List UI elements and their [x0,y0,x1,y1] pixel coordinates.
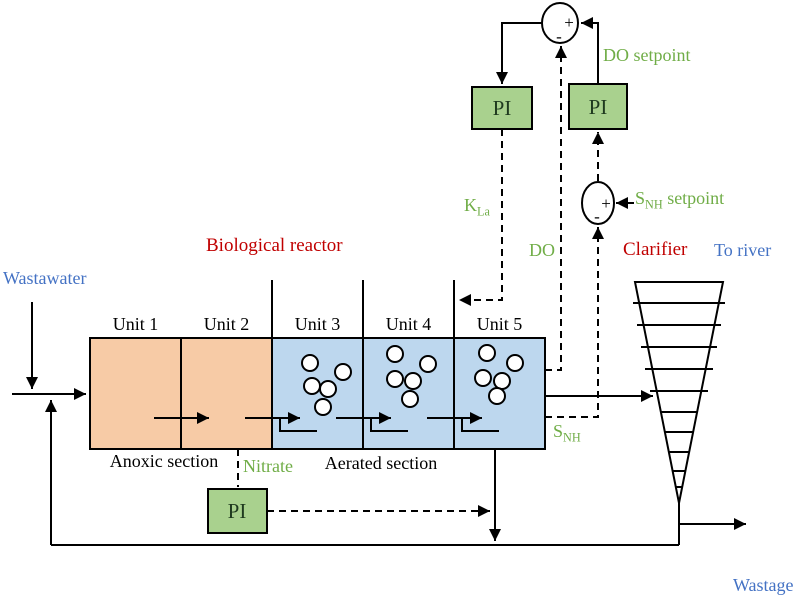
unit4-label: Unit 4 [385,314,432,334]
do-measurement-line [545,46,567,371]
clarifier-lamella-lines [633,302,725,488]
bubble [478,344,496,362]
baffle-line [461,419,499,432]
kla-signal-label: KLa [464,196,490,218]
inter-unit-flow-arrows [154,412,499,432]
nitrate-signal-label: Nitrate [243,456,293,476]
bubble [319,380,337,398]
snh-subscript: NH [563,430,581,445]
do-setpoint-label: DO setpoint [603,45,691,65]
snh-main: S [553,421,564,441]
biological-reactor-label: Biological reactor [206,235,343,256]
sum1-minus-sign: - [556,27,562,46]
bubble [404,372,422,390]
sum1-plus-sign: + [564,13,574,32]
do-setpoint-line [581,17,599,84]
wastage-label: Wastage [733,575,794,595]
pi-controllers [207,83,628,534]
clarifier-funnel [633,281,725,504]
nitrate-pi-label: PI [228,499,247,523]
unit3-label: Unit 3 [294,314,341,334]
clarifier-body [633,281,725,504]
bubble [386,370,404,388]
bubble [488,387,506,405]
do-summing-junction [541,2,579,44]
snh-main: S [635,188,646,208]
baffle-line [370,419,408,432]
unit5-label: Unit 5 [476,314,523,334]
kla-main: K [464,195,477,215]
kla-pi-controller [471,86,533,130]
sum2-plus-sign: + [601,194,611,213]
clarifier-label: Clarifier [623,239,688,260]
snh-subscript: NH [645,197,663,212]
baffle-line [279,419,317,432]
snh-setpoint-suffix: setpoint [662,188,725,208]
aeration-bubbles [301,344,524,416]
nitrate-pi-controller [207,488,268,534]
kla-subscript: La [477,204,490,219]
kla-pi-label: PI [493,96,512,120]
unit2-label: Unit 2 [203,314,250,334]
summing-junction-signs: + - + - [556,13,611,226]
do-signal-label: DO [529,240,555,260]
snh-summing-junction [581,181,615,225]
snh-measurement-line [545,227,604,418]
unit2-anoxic-tank [180,337,273,450]
bubble [386,345,404,363]
do-pi-label: PI [589,95,608,119]
bubble [303,377,321,395]
control-signal-lines [237,17,634,517]
bubble [474,369,492,387]
snh-signal-label: SNH [553,422,581,444]
bubble [493,372,511,390]
process-lines [12,302,746,546]
to-river-label: To river [714,240,772,260]
snh-setpoint-label: SNH setpoint [635,189,724,211]
unit3-aerated-tank [271,337,364,450]
pi-controller-labels: PI PI PI [228,95,608,523]
wastewater-label: Wastawater [3,268,87,288]
bubble [506,354,524,372]
summing-junctions [541,2,615,225]
do-pi-controller [568,83,628,130]
bubble [419,355,437,373]
unit1-label: Unit 1 [112,314,159,334]
bubble [301,354,319,372]
bubble [401,390,419,408]
sum1-output-to-kla-pi [496,22,542,84]
aerated-section-label: Aerated section [324,453,438,473]
anoxic-section-label: Anoxic section [109,451,219,471]
bubble [314,398,332,416]
sum2-minus-sign: - [594,207,600,226]
unit1-anoxic-tank [89,337,182,450]
kla-actuation-line [459,129,503,306]
bubble [334,363,352,381]
